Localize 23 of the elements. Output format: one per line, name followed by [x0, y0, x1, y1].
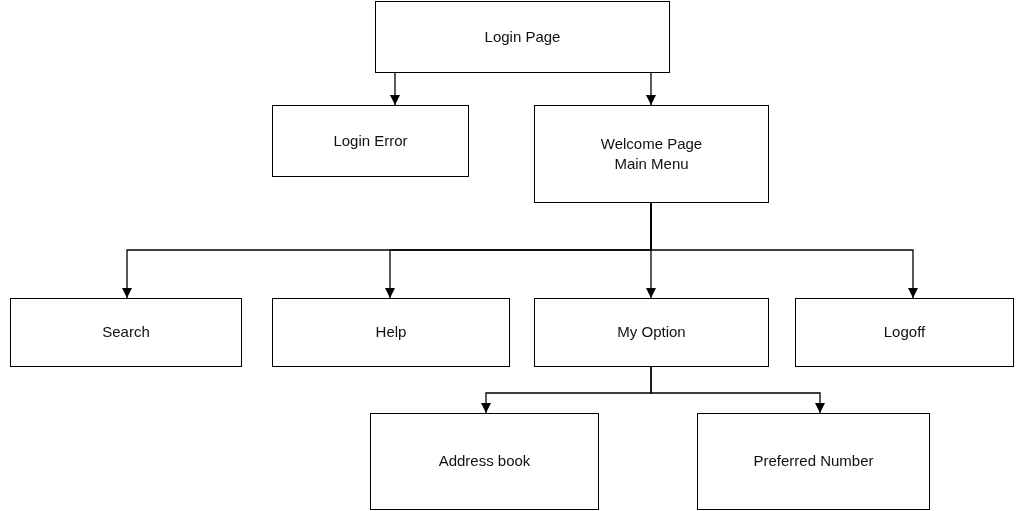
page-label: Main Menu	[614, 154, 689, 174]
page-box	[534, 105, 769, 203]
page-label: Help	[375, 322, 407, 343]
page-box	[10, 298, 242, 367]
page-box	[697, 413, 930, 510]
page-box	[534, 298, 769, 367]
page-box	[272, 298, 510, 367]
page-box	[375, 1, 670, 73]
page-label: Logoff	[883, 322, 926, 343]
arrow	[650, 366, 825, 414]
page-box	[795, 298, 1014, 367]
arrow	[390, 72, 400, 106]
page-label: Welcome Page	[600, 133, 703, 154]
arrow	[650, 202, 918, 299]
page-box	[370, 413, 599, 510]
page-box	[272, 105, 469, 177]
page-label: Preferred Number	[753, 451, 874, 472]
page-label: My Option	[617, 322, 686, 343]
page-label: Address book	[438, 451, 531, 472]
page-label: Login Error	[333, 130, 408, 151]
page-label: Login Page	[484, 26, 561, 47]
page-label: Search	[102, 322, 150, 343]
arrow	[646, 72, 656, 106]
